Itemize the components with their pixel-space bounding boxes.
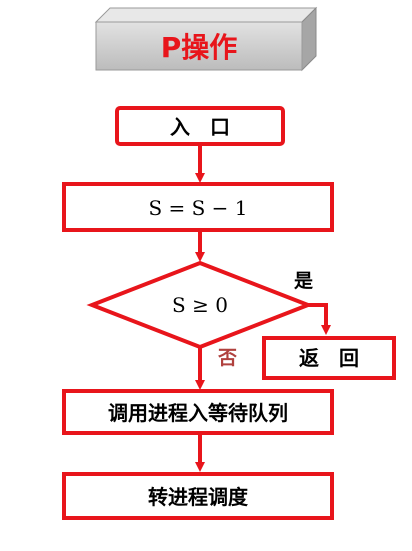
decrement-label: S = S − 1 (148, 196, 247, 220)
block-box (62, 389, 334, 435)
arrow-yes-to-return (308, 303, 331, 335)
block-node: 调用进程入等待队列 (62, 389, 334, 435)
schedule-box (62, 472, 334, 520)
schedule-node: 转进程调度 (62, 472, 334, 520)
return-box (262, 336, 396, 380)
block-label: 调用进程入等待队列 (108, 401, 288, 425)
decrement-node: S = S − 1 (62, 182, 334, 232)
condition-node: S ≥ 0 (86, 260, 314, 350)
entry-node: 入 口 (115, 106, 285, 146)
title: P操作 (161, 31, 238, 64)
condition-label: S ≥ 0 (172, 293, 228, 317)
title-box-face (95, 21, 303, 71)
return-label: 返 回 (299, 346, 359, 370)
decrement-box (62, 182, 334, 232)
no-label: 否 (217, 347, 237, 369)
entry-label: 入 口 (170, 115, 230, 139)
return-node: 返 回 (262, 336, 396, 380)
title-box: P操作 (94, 6, 318, 72)
yes-label: 是 (294, 270, 313, 292)
title-box-top (94, 7, 318, 23)
schedule-label: 转进程调度 (148, 485, 249, 509)
